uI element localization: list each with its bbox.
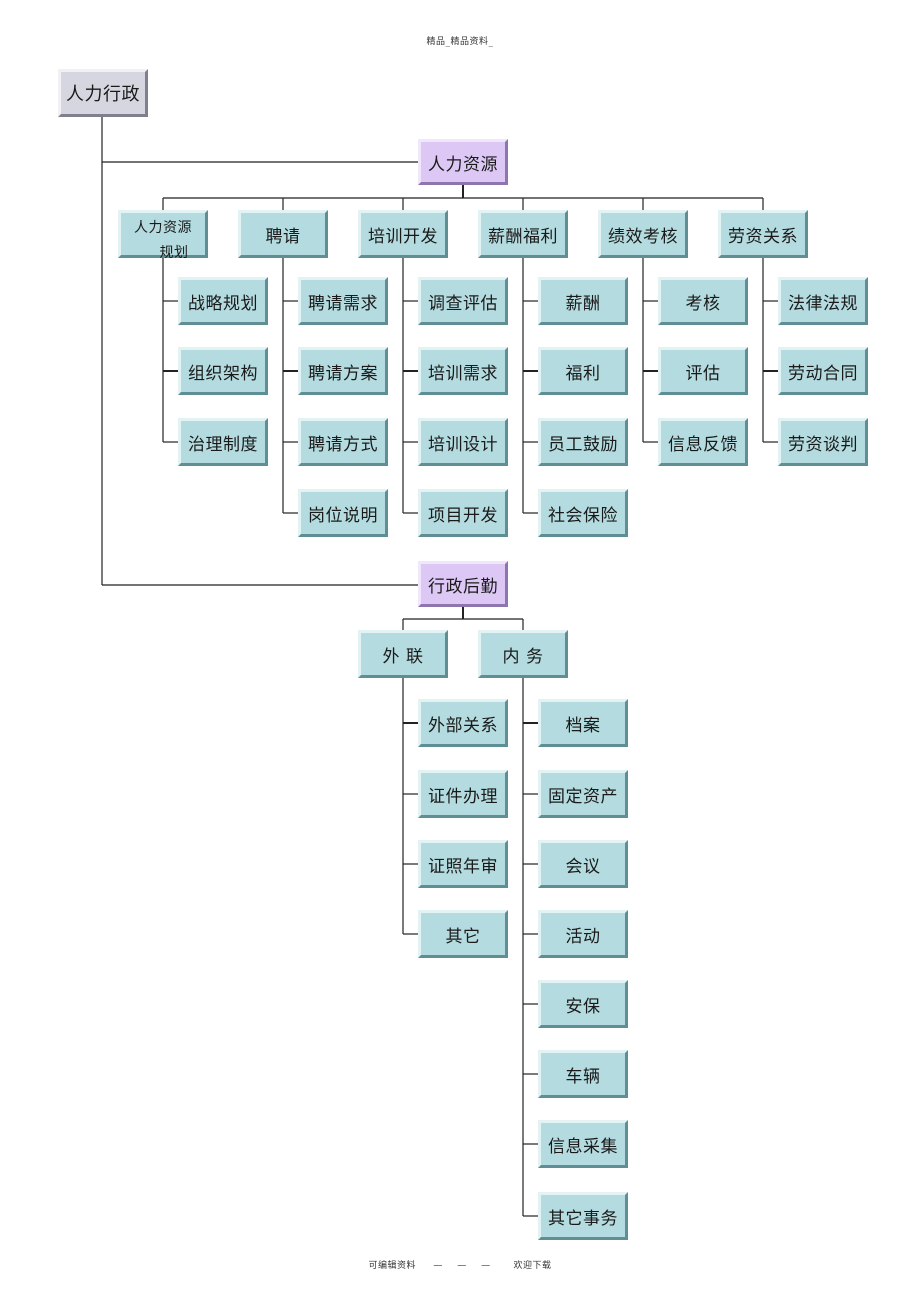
node-compensation-item: 员工鼓励 [538, 418, 628, 466]
node-admin: 行政后勤 [418, 561, 508, 607]
node-labor-item: 劳资谈判 [778, 418, 868, 466]
node-labor-item: 法律法规 [778, 277, 868, 325]
node-internal: 内 务 [478, 630, 568, 678]
node-performance: 绩效考核 [598, 210, 688, 258]
node-performance-item: 信息反馈 [658, 418, 748, 466]
node-root: 人力行政 [58, 69, 148, 117]
node-performance-item: 评估 [658, 347, 748, 395]
node-external-item: 其它 [418, 910, 508, 958]
node-internal-item: 档案 [538, 699, 628, 747]
node-training-item: 调查评估 [418, 277, 508, 325]
node-compensation-item: 社会保险 [538, 489, 628, 537]
page-header: 精品_精品资料_ [426, 37, 494, 47]
node-internal-item: 活动 [538, 910, 628, 958]
node-hr-planning-item: 组织架构 [178, 347, 268, 395]
node-compensation-item: 福利 [538, 347, 628, 395]
footer-right: 欢迎下载 [513, 1261, 552, 1271]
node-hr-planning: 人力资源 规划 [118, 210, 208, 261]
node-external-item: 证照年审 [418, 840, 508, 888]
node-training-item: 培训设计 [418, 418, 508, 466]
node-internal-item: 固定资产 [538, 770, 628, 818]
node-training: 培训开发 [358, 210, 448, 258]
node-recruit-item: 聘请方式 [298, 418, 388, 466]
node-internal-item: 信息采集 [538, 1120, 628, 1168]
footer-left: 可编辑资料 [368, 1261, 416, 1271]
node-recruit-item: 聘请需求 [298, 277, 388, 325]
page-footer: 可编辑资料 — — — 欢迎下载 [0, 1258, 920, 1271]
node-training-item: 项目开发 [418, 489, 508, 537]
node-internal-item: 安保 [538, 980, 628, 1028]
node-external: 外 联 [358, 630, 448, 678]
node-hr-planning-item: 战略规划 [178, 277, 268, 325]
node-compensation-item: 薪酬 [538, 277, 628, 325]
node-recruit-item: 聘请方案 [298, 347, 388, 395]
node-hr: 人力资源 [418, 139, 508, 185]
node-recruit-item: 岗位说明 [298, 489, 388, 537]
node-internal-item: 会议 [538, 840, 628, 888]
node-compensation: 薪酬福利 [478, 210, 568, 258]
node-labor: 劳资关系 [718, 210, 808, 258]
node-internal-item: 其它事务 [538, 1192, 628, 1240]
node-performance-item: 考核 [658, 277, 748, 325]
node-hr-planning-line1: 人力资源 [134, 220, 192, 236]
node-hr-planning-line2: 规划 [159, 245, 189, 261]
node-labor-item: 劳动合同 [778, 347, 868, 395]
node-external-item: 外部关系 [418, 699, 508, 747]
footer-dashes: — — — [433, 1261, 497, 1271]
node-training-item: 培训需求 [418, 347, 508, 395]
node-recruit: 聘请 [238, 210, 328, 258]
node-external-item: 证件办理 [418, 770, 508, 818]
node-hr-planning-item: 治理制度 [178, 418, 268, 466]
node-internal-item: 车辆 [538, 1050, 628, 1098]
